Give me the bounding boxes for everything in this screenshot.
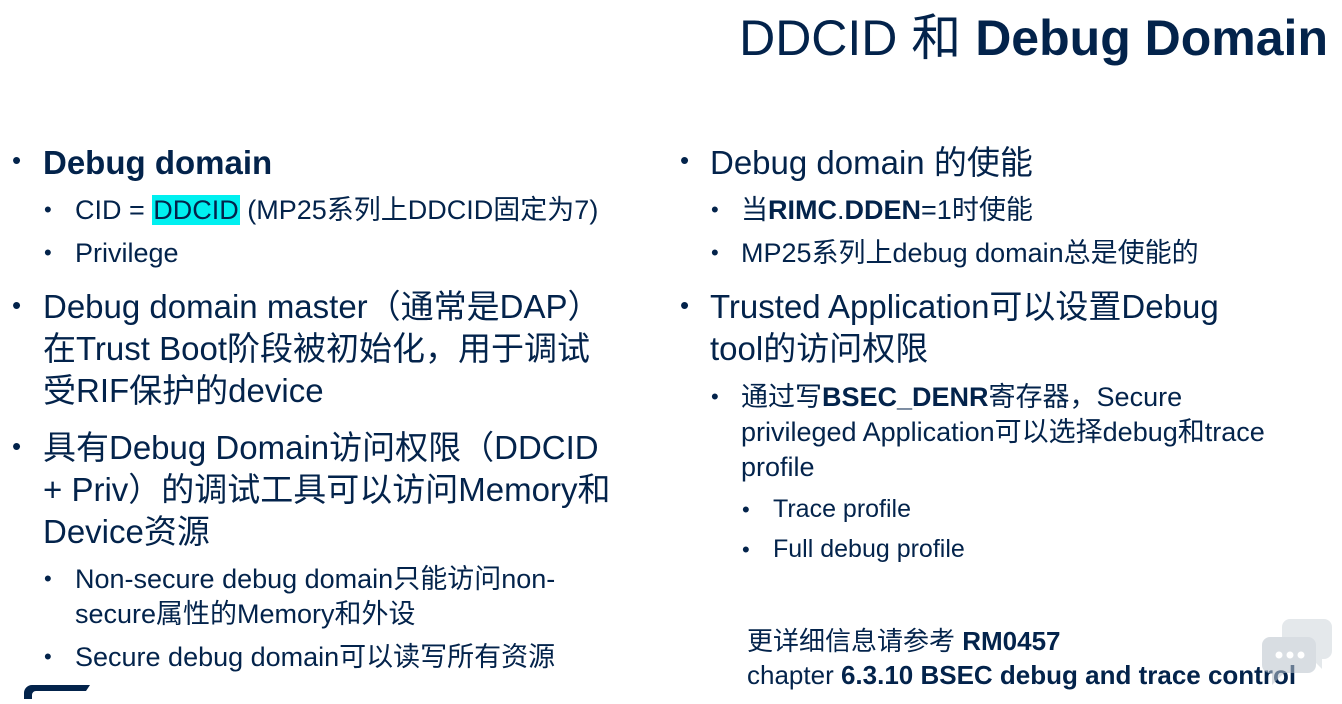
text-line: tool的访问权限 xyxy=(710,330,929,367)
bullet-icon: • xyxy=(680,290,690,320)
bsec-denr-term: BSEC_DENR xyxy=(822,382,989,412)
bullet-icon: • xyxy=(44,566,52,591)
bullet-rimc-dden: 当RIMC.DDEN=1时使能 xyxy=(741,193,1033,228)
text-line: secure属性的Memory和外设 xyxy=(75,599,416,629)
bullet-debug-enable: Debug domain 的使能 xyxy=(710,144,1033,181)
bullet-icon: • xyxy=(711,240,719,265)
rimc-term: RIMC xyxy=(768,195,837,225)
title-part-2: Debug Domain xyxy=(975,10,1328,66)
text-line: Device资源 xyxy=(43,513,210,550)
slide-title: DDCID 和 Debug Domain xyxy=(739,8,1328,68)
bullet-always-enabled: MP25系列上debug domain总是使能的 xyxy=(741,238,1199,268)
text-line: 通过写BSEC_DENR寄存器，Secure xyxy=(741,380,1265,415)
reference-note: 更详细信息请参考 RM0457 chapter 6.3.10 BSEC debu… xyxy=(747,624,1296,692)
text-run: 更详细信息请参考 xyxy=(747,626,963,656)
chapter-title: 6.3.10 BSEC debug and trace control xyxy=(840,660,1297,690)
bullet-icon: • xyxy=(44,644,52,669)
bullet-icon: • xyxy=(12,431,22,461)
bullet-secure: Secure debug domain可以读写所有资源 xyxy=(75,642,556,672)
bullet-trace-profile: Trace profile xyxy=(773,495,912,523)
bullet-icon: • xyxy=(44,197,52,222)
text-line: 在Trust Boot阶段被初始化，用于调试 xyxy=(43,330,590,367)
bullet-full-debug-profile: Full debug profile xyxy=(773,535,965,563)
bullet-icon: • xyxy=(680,145,690,175)
text-line: Trusted Application可以设置Debug xyxy=(710,288,1219,325)
bullet-icon: • xyxy=(12,145,22,175)
text-run: 寄存器，Secure xyxy=(988,382,1183,412)
reference-line-2: chapter 6.3.10 BSEC debug and trace cont… xyxy=(747,658,1296,692)
bullet-debug-master: Debug domain master（通常是DAP） 在Trust Boot阶… xyxy=(43,286,601,412)
text-line: privileged Application可以选择debug和trace xyxy=(741,417,1265,447)
text-line: Non-secure debug domain只能访问non- xyxy=(75,564,556,594)
chat-bubble-icon xyxy=(1262,611,1334,691)
cid-suffix: (MP25系列上DDCID固定为7) xyxy=(239,195,599,225)
text-line: 具有Debug Domain访问权限（DDCID xyxy=(43,429,599,466)
ddcid-highlight: DDCID xyxy=(152,195,240,225)
text-run: =1时使能 xyxy=(921,195,1033,225)
cid-prefix: CID = xyxy=(75,195,153,225)
text-line: + Priv）的调试工具可以访问Memory和 xyxy=(43,471,611,508)
rm-code: RM0457 xyxy=(962,626,1061,656)
bullet-icon: • xyxy=(711,197,719,222)
bullet-icon: • xyxy=(711,384,719,409)
bullet-bsec-denr: 通过写BSEC_DENR寄存器，Secure privileged Applic… xyxy=(741,380,1265,485)
text-run: . xyxy=(837,195,845,225)
bullet-trusted-app: Trusted Application可以设置Debug tool的访问权限 xyxy=(710,286,1219,370)
text-run: chapter xyxy=(747,660,841,690)
dden-term: DDEN xyxy=(844,195,922,225)
bullet-icon: • xyxy=(742,537,750,562)
bullet-cid: CID = DDCID (MP25系列上DDCID固定为7) xyxy=(75,193,598,228)
text-run: 当 xyxy=(741,195,768,225)
bullet-privilege: Privilege xyxy=(75,238,179,268)
bullet-debug-domain: Debug domain xyxy=(43,144,273,181)
reference-line-1: 更详细信息请参考 RM0457 xyxy=(747,624,1296,658)
text-line: profile xyxy=(741,452,815,482)
logo-fragment xyxy=(22,683,92,699)
title-part-1: DDCID 和 xyxy=(739,10,976,66)
bullet-icon: • xyxy=(12,290,22,320)
bullet-non-secure: Non-secure debug domain只能访问non- secure属性… xyxy=(75,562,555,632)
bullet-icon: • xyxy=(742,497,750,522)
bullet-icon: • xyxy=(44,240,52,265)
text-run: 通过写 xyxy=(741,382,822,412)
text-line: 受RIF保护的device xyxy=(43,372,324,409)
bullet-debug-tool-access: 具有Debug Domain访问权限（DDCID + Priv）的调试工具可以访… xyxy=(43,427,610,553)
text-line: Debug domain master（通常是DAP） xyxy=(43,288,601,325)
